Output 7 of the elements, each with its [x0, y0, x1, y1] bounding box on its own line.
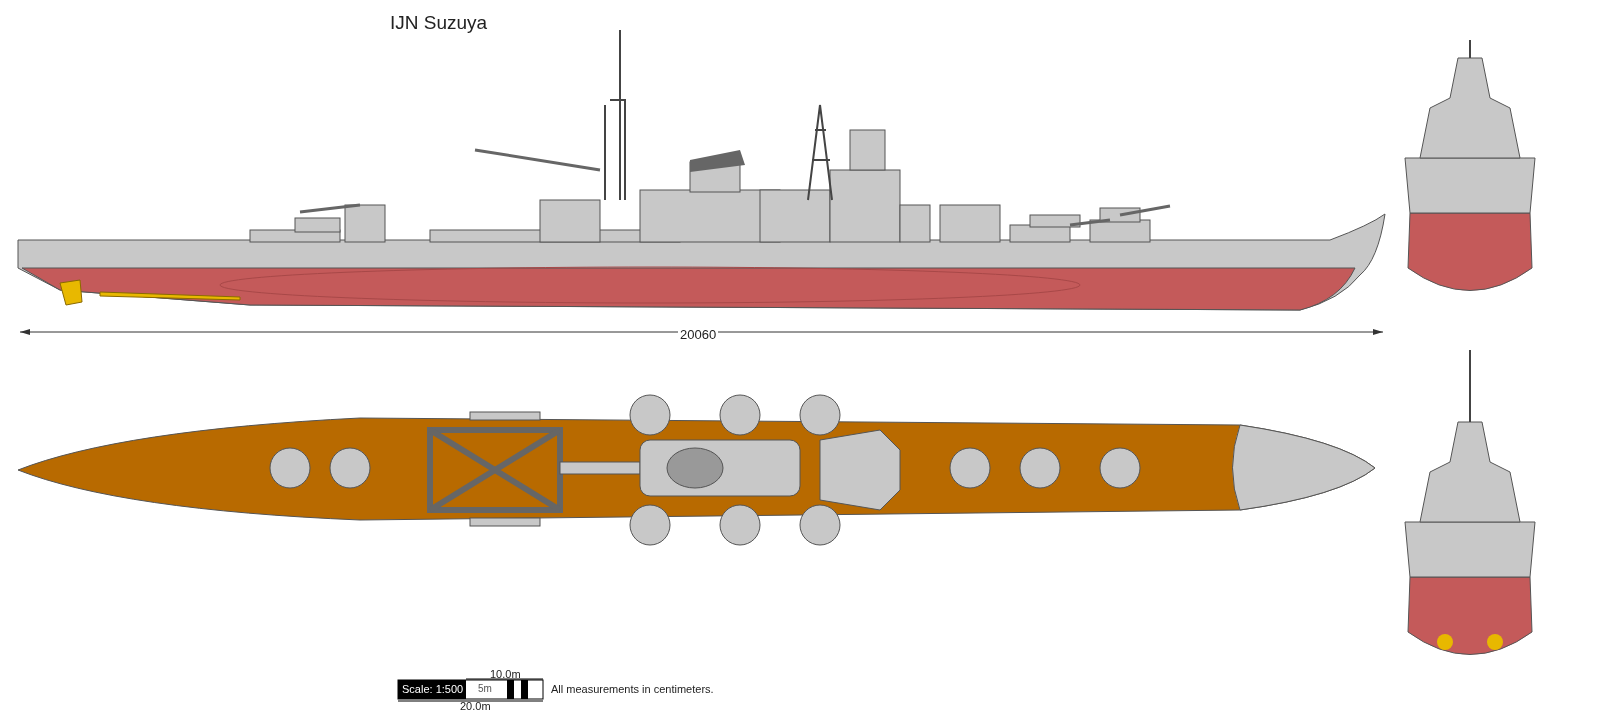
dimension-value: 20060 [678, 327, 719, 342]
scale-label: Scale: 1:500 [402, 683, 464, 695]
scale-label: 20.0m [460, 700, 491, 712]
scale-label: 10.0m [490, 668, 521, 680]
scale-label: 5m [478, 683, 492, 694]
note-text: All measurements in centimeters. [551, 683, 714, 695]
drawing-title: IJN Suzuya [390, 12, 488, 34]
